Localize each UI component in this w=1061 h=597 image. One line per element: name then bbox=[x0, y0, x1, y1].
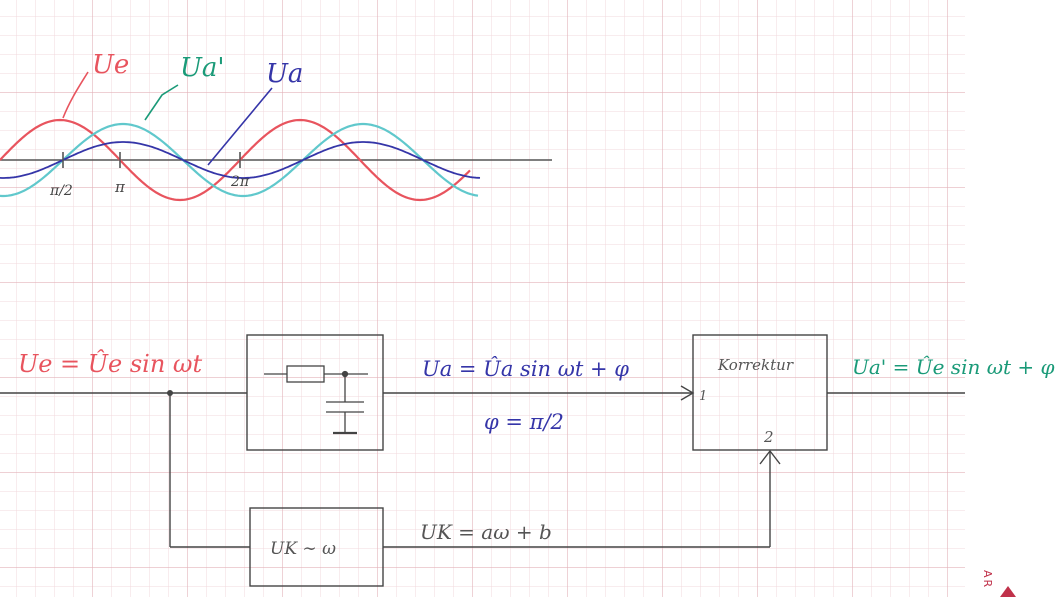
margin-arrow-mark bbox=[1000, 586, 1016, 597]
leader-ue bbox=[62, 71, 89, 119]
curve-ue bbox=[0, 118, 471, 202]
rc-network-symbol bbox=[264, 365, 368, 435]
label-ua: Ua bbox=[266, 59, 303, 89]
margin-text: AR bbox=[980, 570, 994, 590]
curve-ua-prime bbox=[0, 122, 479, 198]
axis-ticks bbox=[62, 152, 241, 168]
waveform-plot: π/2 π 2π Ue Ua' Ua bbox=[0, 50, 552, 202]
graph-paper-grid bbox=[0, 0, 965, 597]
feedback-equation: UK = aω + b bbox=[420, 520, 552, 544]
curve-ua bbox=[0, 141, 481, 179]
block-diagram: Korrektur 1 2 UK ∼ ω Ue = Ûe sin ωt Ua =… bbox=[0, 334, 1055, 587]
tick-label-two-pi: 2π bbox=[230, 174, 250, 190]
output-equation: Ua' = Ûe sin ωt + φ bbox=[852, 354, 1055, 379]
label-ue: Ue bbox=[92, 50, 129, 80]
corrector-port1-label: 1 bbox=[699, 389, 707, 404]
frequency-voltage-block bbox=[249, 507, 384, 587]
tick-label-half-pi: π/2 bbox=[49, 183, 73, 199]
leader-ua-prime bbox=[144, 84, 179, 121]
tick-label-pi: π bbox=[114, 178, 126, 196]
corrector-block bbox=[692, 334, 828, 451]
arrow-into-corrector-port2 bbox=[759, 449, 781, 465]
phase-shifter-block bbox=[246, 334, 384, 451]
phase-value-equation: φ = π/2 bbox=[484, 410, 564, 434]
phase-output-equation: Ua = Ûa sin ωt + φ bbox=[422, 356, 629, 381]
leader-ua bbox=[207, 87, 273, 166]
corrector-port2-label: 2 bbox=[763, 428, 774, 446]
corrector-label: Korrektur bbox=[717, 356, 794, 374]
input-equation: Ue = Ûe sin ωt bbox=[18, 349, 203, 378]
frequency-block-label: UK ∼ ω bbox=[270, 539, 336, 559]
label-ua-prime: Ua' bbox=[180, 53, 225, 83]
